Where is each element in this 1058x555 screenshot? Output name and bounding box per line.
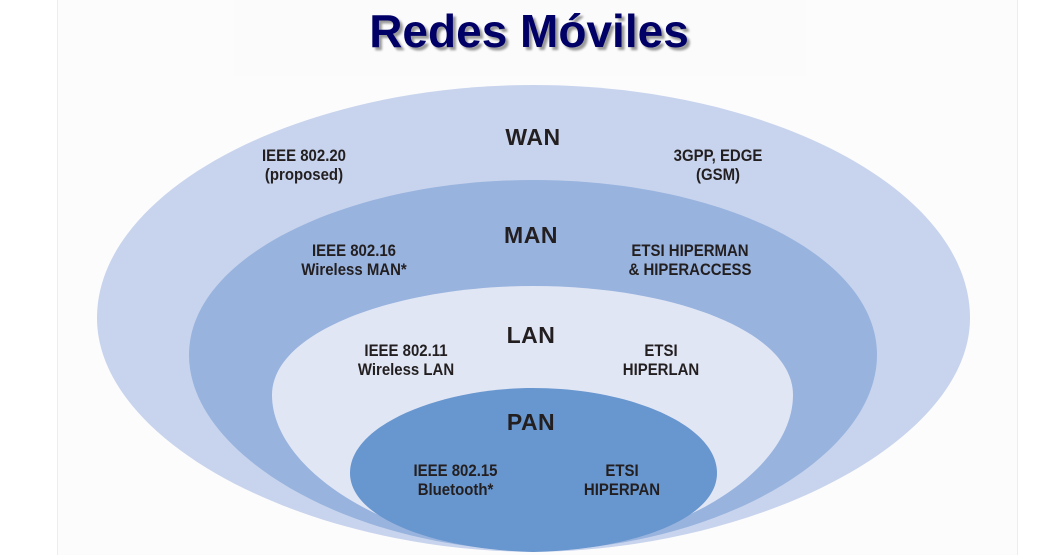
lan-left-line-1: IEEE 802.11 [364,341,448,360]
title-band [234,0,806,76]
wan-left-line-2: (proposed) [264,165,344,184]
man-left-line-1: IEEE 802.16 [311,241,397,260]
pan-ellipse [350,388,717,552]
lan-left-line-2: Wireless LAN [357,360,455,379]
pan-left-line-1: IEEE 802.15 [413,461,498,480]
man-right-line-2: & HIPERACCESS [628,260,752,279]
pan-right-line-1: ETSI [605,461,639,480]
wan-right-standard: 3GPP, EDGE (GSM) [656,146,779,184]
lan-label: LAN [506,322,556,348]
man-left-line-2: Wireless MAN* [301,260,407,279]
man-right-standard: ETSI HIPERMAN & HIPERACCESS [611,241,769,279]
wan-right-line-2: (GSM) [695,165,741,184]
lan-right-standard: ETSI HIPERLAN [613,341,710,379]
pan-left-line-2: Bluetooth* [417,480,494,499]
man-right-line-1: ETSI HIPERMAN [631,241,749,260]
wan-left-line-1: IEEE 802.20 [261,146,347,165]
slide-title: Redes Móviles [369,5,689,57]
pan-right-standard: ETSI HIPERPAN [574,461,671,499]
man-left-standard: IEEE 802.16 Wireless MAN* [288,241,420,279]
pan-right-line-2: HIPERPAN [583,480,661,499]
lan-left-standard: IEEE 802.11 Wireless LAN [344,341,467,379]
wan-right-line-1: 3GPP, EDGE [673,146,763,165]
man-label: MAN [504,222,558,248]
wan-left-standard: IEEE 802.20 (proposed) [251,146,357,184]
lan-right-line-1: ETSI [644,341,678,360]
lan-right-line-2: HIPERLAN [622,360,700,379]
pan-label: PAN [506,409,556,435]
pan-left-standard: IEEE 802.15 Bluetooth* [401,461,511,499]
wan-label: WAN [505,124,561,150]
